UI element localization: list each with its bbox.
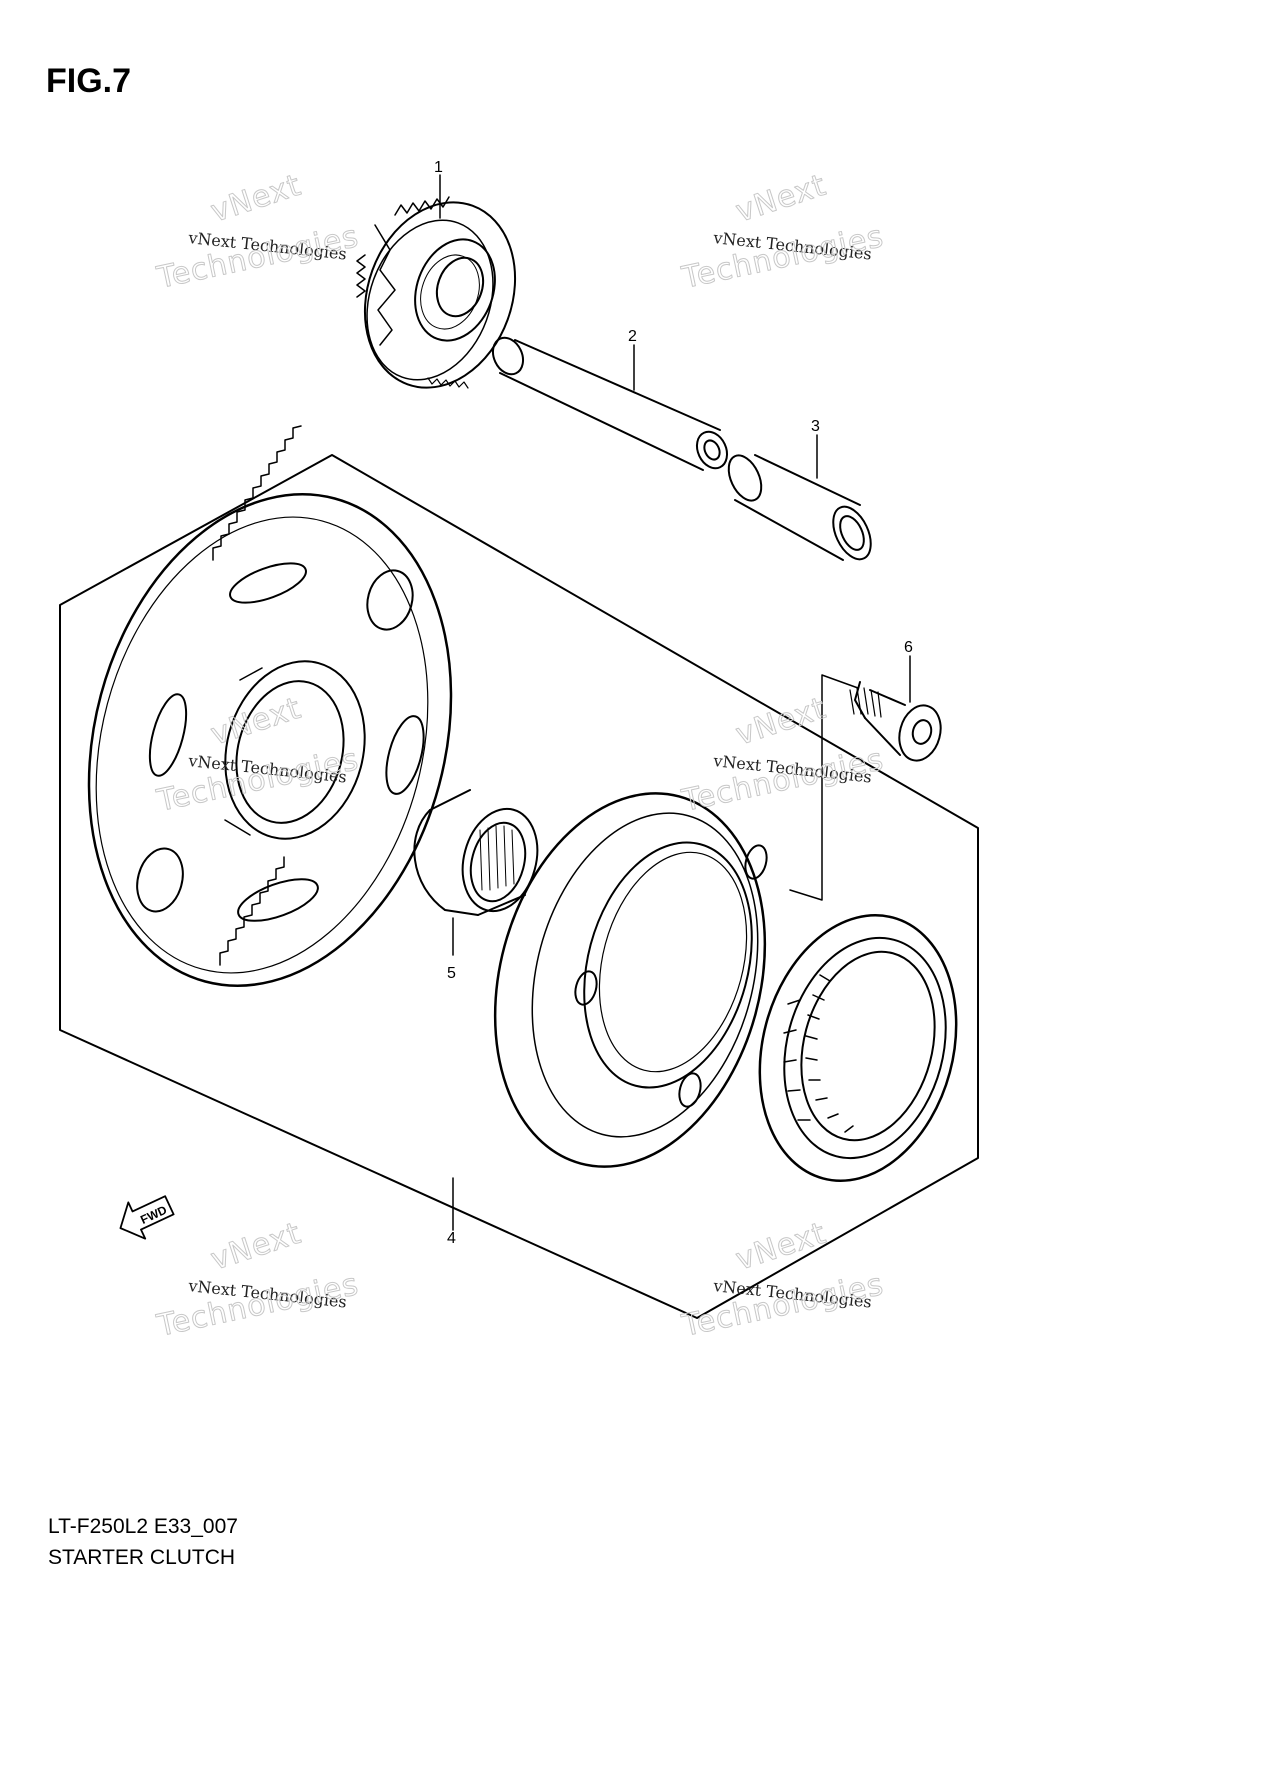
fwd-arrow-icon: FWD	[119, 1195, 175, 1240]
svg-text:Technologies: Technologies	[678, 219, 887, 296]
callout-1: 1	[434, 159, 443, 176]
watermark-bottom-left: vNext vNext Technologies Technologies	[153, 1215, 363, 1344]
part-4-starter-gear	[87, 425, 453, 987]
callout-3: 3	[811, 418, 820, 435]
svg-text:Technologies: Technologies	[153, 1267, 362, 1344]
figure-title: FIG.7	[46, 62, 132, 100]
model-code: LT-F250L2 E33_007	[48, 1515, 238, 1538]
part-5-needle-bearing	[413, 789, 539, 916]
watermark-top-right: vNext vNext Technologies Technologies	[678, 167, 888, 296]
svg-text:vNext: vNext	[732, 1216, 831, 1278]
watermark-top-left: vNext vNext Technologies Technologies	[153, 167, 363, 296]
callout-2: 2	[628, 328, 637, 345]
svg-text:vNext: vNext	[207, 168, 306, 230]
bolt-leader-line	[789, 674, 859, 901]
svg-text:vNext: vNext	[207, 691, 306, 753]
watermark-mid-right: vNext vNext Technologies Technologies	[678, 690, 888, 819]
assembly-outline	[59, 454, 979, 1319]
svg-text:Technologies: Technologies	[153, 219, 362, 296]
svg-text:Technologies: Technologies	[678, 742, 887, 819]
callout-6: 6	[904, 639, 913, 656]
one-way-clutch-ring	[758, 914, 958, 1182]
part-2-shaft	[491, 336, 729, 471]
callout-4: 4	[447, 1230, 456, 1247]
part-6-bolt	[849, 681, 942, 762]
svg-text:vNext: vNext	[732, 691, 831, 753]
svg-text:vNext: vNext	[207, 1216, 306, 1278]
part-3-bushing	[727, 454, 872, 561]
figure-caption: STARTER CLUTCH	[48, 1546, 236, 1569]
watermark-bottom-right: vNext vNext Technologies Technologies	[678, 1215, 888, 1344]
watermark-mid-left: vNext vNext Technologies Technologies	[153, 690, 363, 819]
part-4-clutch-housing	[493, 792, 768, 1168]
svg-text:vNext: vNext	[732, 168, 831, 230]
svg-text:Technologies: Technologies	[153, 742, 362, 819]
callout-leaders	[439, 174, 911, 1231]
callout-5: 5	[447, 965, 456, 982]
svg-text:Technologies: Technologies	[678, 1267, 887, 1344]
